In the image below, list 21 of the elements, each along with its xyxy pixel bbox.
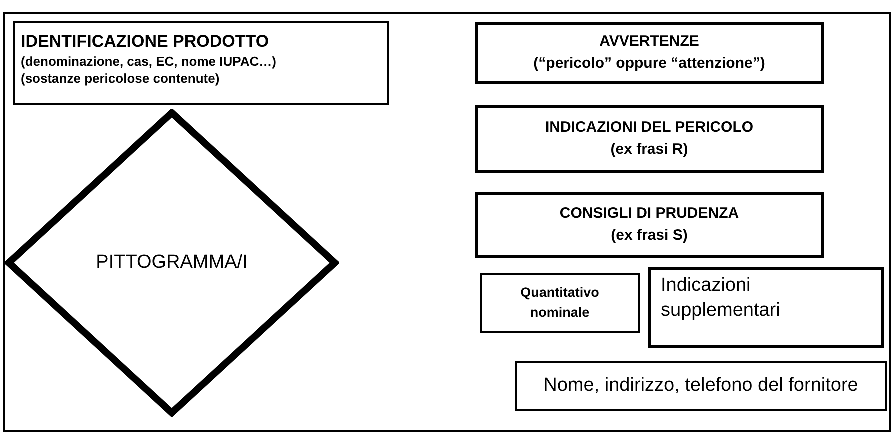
section-note: (ex frasi S) xyxy=(610,226,689,246)
label-frame xyxy=(3,12,891,432)
label-section-box xyxy=(475,192,824,258)
section-heading: Quantitativo nominale xyxy=(520,284,600,322)
section-heading: IDENTIFICAZIONE PRODOTTO xyxy=(21,31,270,53)
section-heading: CONSIGLI DI PRUDENZA xyxy=(558,204,740,224)
section-note: (“pericolo” oppure “attenzione”) xyxy=(532,54,766,74)
label-section-box xyxy=(475,105,824,173)
section-note: (ex frasi R) xyxy=(610,140,690,160)
section-heading: Indicazioni supplementari xyxy=(661,274,782,323)
product-id-box xyxy=(13,21,389,105)
section-heading: PITTOGRAMMA/I xyxy=(96,252,248,274)
label-section-box xyxy=(475,22,824,84)
section-note: (sostanze pericolose contenute) xyxy=(21,70,221,87)
supplementary-info-box xyxy=(648,267,884,348)
supplier-box xyxy=(515,361,887,411)
section-heading: AVVERTENZE xyxy=(598,32,700,52)
section-note: (denominazione, cas, EC, nome IUPAC…) xyxy=(21,53,278,70)
section-heading: Nome, indirizzo, telefono del fornitore xyxy=(542,375,860,397)
section-heading: INDICAZIONI DEL PERICOLO xyxy=(544,118,755,138)
quantity-box xyxy=(480,273,640,333)
